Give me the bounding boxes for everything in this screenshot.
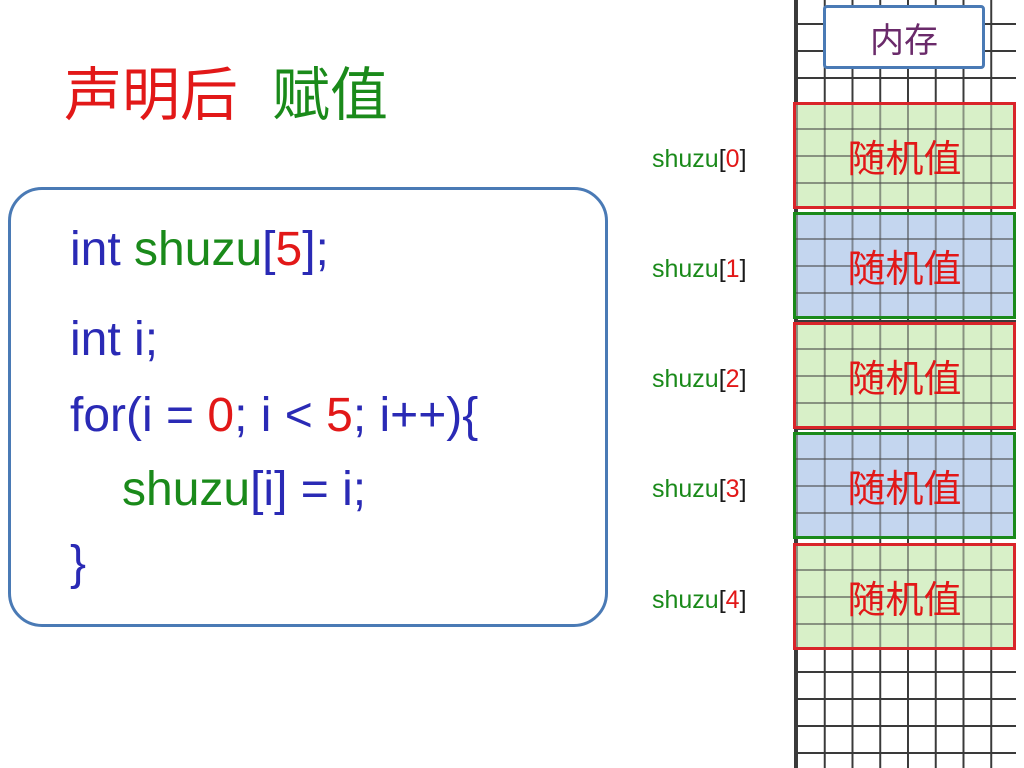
code-line-1: int shuzu[5]; [70, 226, 329, 274]
code-number-five: 5 [326, 389, 353, 442]
code-assign-rest: [i] = i; [250, 463, 367, 516]
cell-label-index: 3 [725, 475, 740, 503]
code-keyword-int: int [70, 223, 121, 276]
memory-cell-3: 随机值 [793, 432, 1016, 539]
code-box [8, 187, 608, 627]
cell-label-name: shuzu [652, 475, 719, 503]
memory-cell-0: 随机值 [793, 102, 1016, 209]
cell-label-name: shuzu [652, 365, 719, 393]
code-for-start: for(i = [70, 389, 208, 442]
cell-label-4: shuzu[4] [652, 586, 747, 614]
code-number-zero: 0 [207, 389, 235, 442]
cell-label-3: shuzu[3] [652, 475, 747, 503]
memory-cell-4: 随机值 [793, 543, 1016, 650]
code-for-condition: ; i < [234, 389, 327, 442]
code-identifier-shuzu: shuzu [134, 223, 263, 276]
cell-label-index: 4 [725, 586, 740, 614]
code-identifier-shuzu-assign: shuzu [122, 463, 251, 516]
memory-cell-2: 随机值 [793, 322, 1016, 429]
code-line-4: shuzu[i] = i; [122, 466, 366, 514]
cell-label-index: 0 [725, 145, 740, 173]
cell-label-index: 1 [725, 255, 740, 283]
code-bracket-open: [ [262, 223, 276, 276]
memory-cell-1: 随机值 [793, 212, 1016, 319]
code-line-5: } [70, 540, 86, 588]
slide-title: 声明后赋值 [64, 66, 388, 124]
code-close-brace: } [70, 537, 87, 590]
cell-label-1: shuzu[1] [652, 255, 747, 283]
code-for-increment: ; i++){ [352, 389, 479, 442]
code-bracket-close: ]; [302, 223, 329, 276]
title-assign: 赋值 [272, 61, 389, 129]
cell-label-name: shuzu [652, 586, 719, 614]
cell-label-name: shuzu [652, 255, 719, 283]
cell-label-index: 2 [725, 365, 740, 393]
code-line-2: int i; [70, 316, 158, 364]
cell-label-2: shuzu[2] [652, 365, 747, 393]
code-line-3: for(i = 0; i < 5; i++){ [70, 392, 478, 440]
cell-label-0: shuzu[0] [652, 145, 747, 173]
cell-label-name: shuzu [652, 145, 719, 173]
title-declared-after: 声明后 [64, 61, 239, 129]
code-number-size: 5 [275, 223, 303, 276]
code-declare-i: int i; [70, 313, 159, 366]
memory-header: 内存 [823, 5, 985, 69]
